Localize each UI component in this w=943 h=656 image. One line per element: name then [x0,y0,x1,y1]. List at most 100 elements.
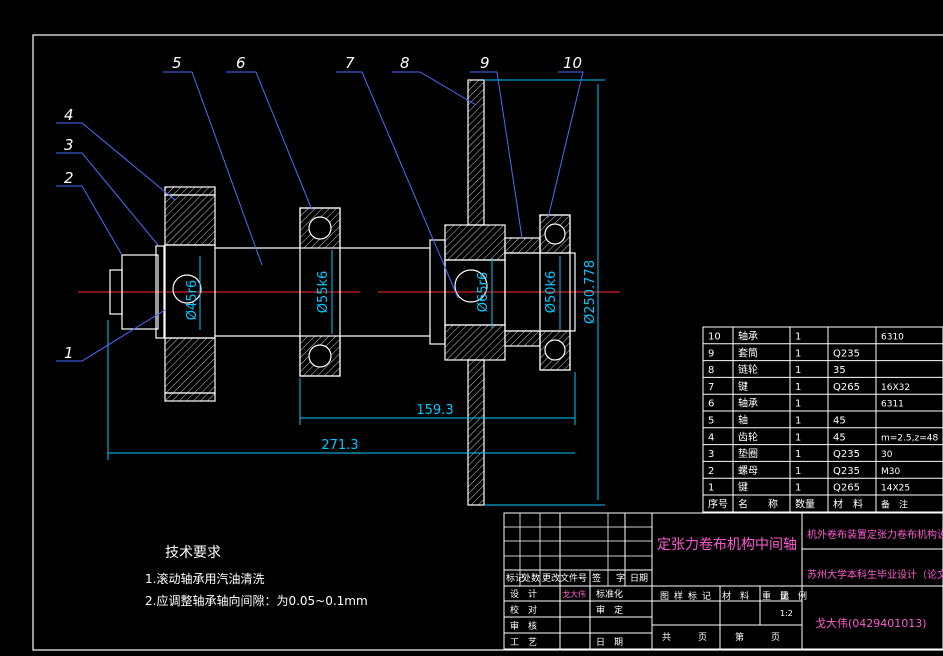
row-label: 校 对 [510,604,537,616]
shaft-assembly [109,79,576,506]
project-title: 机外卷布装置定张力卷布机构设计 [807,528,943,541]
bom-cell: 9 [708,348,714,359]
bom-cell: 1 [795,399,801,410]
bom-header-cell: 材 料 [833,498,863,511]
stage-label: 图 [660,591,669,602]
dim-d3: Ø65r6 [476,272,491,312]
sprocket-hub-lower [444,324,506,361]
gear-teeth-bottom [164,392,216,402]
bom-cell: 1 [795,449,801,460]
bearing-ball [544,223,566,245]
sprocket-plate-lower [467,359,485,506]
bom-cell: 1 [795,332,801,343]
title-block [503,512,943,650]
dim-d1: Ø45r6 [185,280,200,320]
key-slot-1 [172,274,202,304]
technical-notes: 技术要求 1.滚动轴承用汽油清洗 2.应调整轴承轴向间隙：为0.05~0.1mm [145,545,368,608]
note-line: 2.应调整轴承轴向间隙：为0.05~0.1mm [145,593,368,608]
stage-label: 标 [688,590,697,602]
bom-cell: 8 [708,365,714,376]
sleeve-lower [504,330,541,347]
dim-159: 159.3 [416,403,453,418]
gear-bore [164,244,216,339]
bom-cell: 4 [708,432,714,443]
author: 戈大伟(0429401013) [815,616,927,630]
bom-cell: 6310 [881,333,904,343]
bom-cell: 轴 [738,414,748,427]
bom-cell: M30 [881,467,900,477]
bom-cell: 1 [795,466,801,477]
gear-lower [164,337,216,394]
row-label: 工 艺 [510,637,537,648]
part-label: 2 [64,169,74,187]
rev-label: 更改文件号 [542,572,587,584]
key-slot-2 [454,269,488,303]
part-label: 7 [345,54,355,72]
sleeve-upper [504,237,541,254]
bom-cell: 35 [833,365,846,376]
dimension-texts: Ø45r6 Ø55k6 Ø65r6 Ø50k6 Ø250.778 159.3 2… [185,260,598,453]
bom-cell: 45 [833,416,846,427]
leader-lines [56,71,584,362]
stage-label: 记 [702,591,711,602]
bom-cell: 1 [795,432,801,443]
material-label: 材 料 [722,590,749,602]
bom-cell: 链轮 [738,363,758,376]
washer [155,245,165,339]
bom-cell: 1 [795,483,801,494]
bom-cell: Q235 [833,348,860,359]
drawing-title: 定张力卷布机构中间轴 [657,537,797,553]
rev-label: 日期 [630,573,648,584]
bom-cell: 套筒 [738,346,758,359]
bom-cell: 1 [708,483,714,494]
note-line: 1.滚动轴承用汽油清洗 [145,571,264,586]
bom-cell: 7 [708,382,714,393]
bom-cell: 1 [795,416,801,427]
bom-cell: 1 [795,382,801,393]
bearing-ball [308,216,332,240]
bom-cell: Q235 [833,466,860,477]
rev-label: 签 [592,572,601,584]
row-label: 审 核 [510,620,537,632]
bom-cell: 6311 [881,400,904,410]
std-label: 标准化 [596,588,623,600]
bom-header-cell: 数量 [795,498,815,511]
part-label: 10 [563,54,582,72]
bom-cell: 10 [708,332,721,343]
bom-cell: 45 [833,432,846,443]
bom-cell: Q235 [833,449,860,460]
notes-title: 技术要求 [165,545,221,561]
rev-label: 字 [616,572,625,584]
row-label: 设 计 [510,588,537,600]
bom-cell: Q265 [833,382,860,393]
designer: 戈大伟 [562,589,586,599]
part-label: 1 [64,344,74,362]
bom-cell: 2 [708,466,714,477]
bom-cell: 1 [795,365,801,376]
title-block-text: 定张力卷布机构中间轴 机外卷布装置定张力卷布机构设计 苏州大学本科生毕业设计（论… [506,528,943,648]
scale-label: 比 例 [780,590,807,602]
sheet-no: 第 页 [735,631,780,643]
part-label: 3 [64,136,74,154]
sheet-total: 共 页 [662,632,707,643]
bearing-ball [308,344,332,368]
mass-label: 重 量 [762,590,789,602]
rev-label: 标记 [506,572,524,584]
school-title: 苏州大学本科生毕业设计（论文） [807,568,943,581]
sprocket-hub-upper [444,224,506,261]
approve-label: 审 定 [596,604,623,616]
bom-header-cell: 备 注 [881,499,908,511]
dim-d5: Ø250.778 [583,260,598,324]
scale-value: 1:2 [780,609,793,618]
bom-cell: 齿轮 [738,430,758,443]
bom-cell: m=2.5,z=48 [881,433,938,443]
bom-cell: 轴承 [738,330,758,343]
bom-header-cell: 序号 [708,498,728,511]
gear-upper [164,194,216,246]
date-label: 日 期 [596,637,623,648]
dim-271: 271.3 [321,438,358,453]
drawing-border [32,34,943,651]
part-label: 9 [480,54,490,72]
